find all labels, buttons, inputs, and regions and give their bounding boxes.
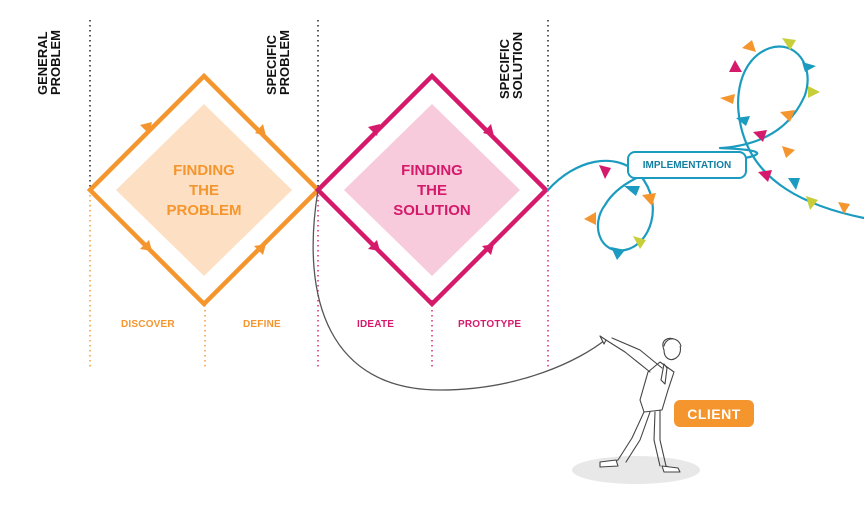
bunting-flags <box>584 38 850 260</box>
flag-icon <box>802 62 816 72</box>
flag-icon <box>720 94 735 104</box>
client-hair <box>663 338 682 347</box>
flag-icon <box>742 40 756 52</box>
flag-icon <box>808 86 820 98</box>
ribbon-first-loop <box>546 159 682 252</box>
flag-icon <box>838 202 850 214</box>
flag-icon <box>599 165 611 179</box>
flag-icon <box>788 178 800 190</box>
flag-icon <box>624 186 640 196</box>
arrow-icon <box>254 244 266 255</box>
client-tie <box>660 363 668 385</box>
client-figure <box>572 335 700 484</box>
flag-icon <box>782 146 795 158</box>
ribbon-connector <box>718 146 759 160</box>
phase-ideate: IDEATE <box>357 319 395 330</box>
arrow-icon <box>368 240 380 251</box>
arrow-icon <box>140 240 152 251</box>
client-arm-left <box>605 339 651 373</box>
phase-prototype: PROTOTYPE <box>458 319 522 330</box>
client-string <box>312 189 606 391</box>
ribbon-second-loop <box>720 45 864 220</box>
arrow-icon <box>482 244 494 255</box>
phase-discover: DISCOVER <box>121 319 175 330</box>
flag-icon <box>758 170 772 182</box>
flag-icon <box>729 60 742 72</box>
solution-arrows <box>368 124 494 255</box>
flag-icon <box>611 247 625 260</box>
flag-icon <box>806 196 818 210</box>
phase-define: DEFINE <box>243 319 281 330</box>
arrow-icon <box>368 124 380 136</box>
flag-icon <box>584 212 596 225</box>
client-shadow <box>572 456 700 484</box>
problem-diamond-outline <box>86 72 322 308</box>
problem-arrows <box>140 122 266 255</box>
solution-diamond-title: FINDING THE SOLUTION <box>393 162 471 219</box>
flag-icon <box>633 236 646 249</box>
arrow-icon <box>140 122 152 134</box>
client-leg-inner-left <box>625 411 651 463</box>
arrow-icon <box>255 124 266 136</box>
client-torso <box>639 361 675 413</box>
problem-diamond-title: FINDING THE PROBLEM <box>166 162 242 219</box>
implementation-label: IMPLEMENTATION <box>627 151 747 179</box>
flag-icon <box>736 116 750 126</box>
solution-diamond-outline <box>314 72 550 308</box>
flag-icon <box>782 38 796 50</box>
flag-icon <box>753 130 767 142</box>
flag-icon <box>642 193 656 206</box>
client-badge: CLIENT <box>674 400 754 427</box>
phase-divider-lines <box>89 190 549 368</box>
client-shoe-left <box>599 459 619 468</box>
problem-diamond-fill <box>116 104 292 276</box>
client-hand <box>599 335 607 345</box>
solution-diamond <box>314 72 550 308</box>
arrow-icon <box>483 124 494 136</box>
client-arm-right <box>611 337 663 369</box>
divider-lines <box>89 20 549 190</box>
client-shoe-right <box>661 465 681 473</box>
problem-diamond <box>86 72 322 308</box>
flag-icon <box>780 110 795 122</box>
client-leg-inner-right <box>653 411 661 467</box>
solution-diamond-fill <box>344 104 520 276</box>
